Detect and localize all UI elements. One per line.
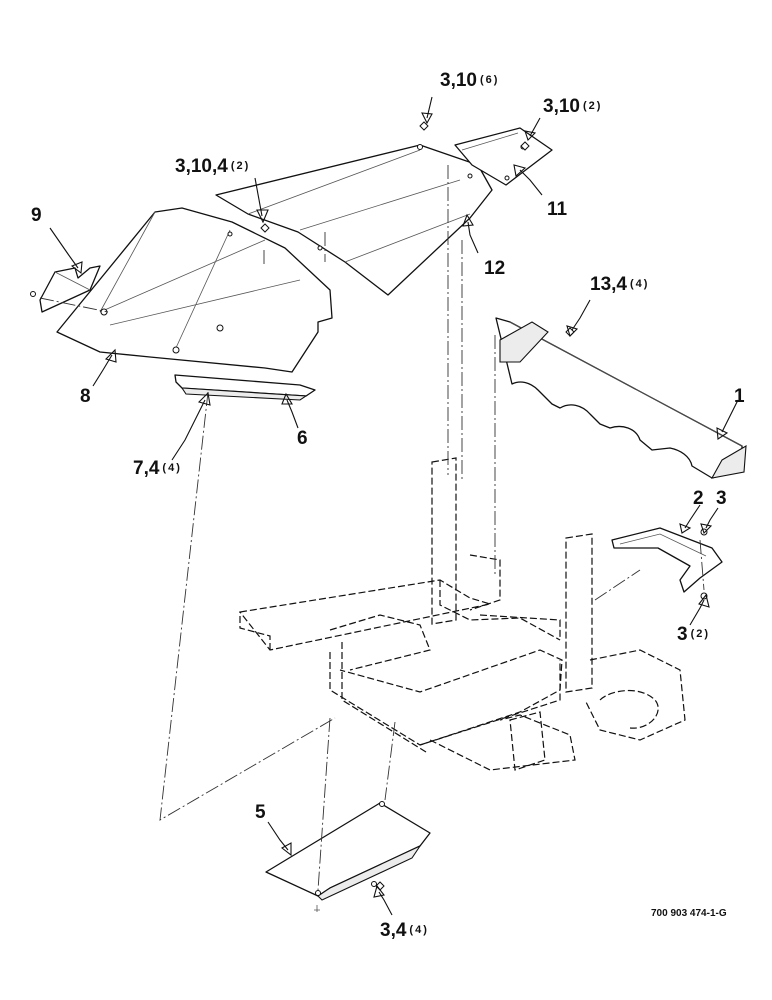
- callout-1: 1: [734, 386, 745, 407]
- part-6-angle-strip: [174, 374, 316, 401]
- callout-12: 12: [484, 258, 505, 279]
- callout-13-4-4: 13,4(4): [590, 274, 649, 295]
- callout-7-4-4: 7,4(4): [133, 458, 182, 479]
- callout-3-10-6: 3,10(6): [440, 70, 499, 91]
- part-8-side-shield: [56, 207, 333, 373]
- part-12-upper-shield: [215, 144, 493, 296]
- mounting-frame: [238, 457, 686, 771]
- callout-3-4-4: 3,4(4): [380, 920, 429, 941]
- part-2-bracket: [611, 527, 723, 600]
- drawing-number: 700 903 474-1-G: [651, 908, 727, 919]
- callout-3-2: 3(2): [677, 624, 710, 645]
- callout-3-10-2: 3,10(2): [543, 96, 602, 117]
- callout-5: 5: [255, 802, 266, 823]
- part-1-notched-panel: [495, 317, 747, 479]
- callout-labels: 3,10(6) 3,10(2) 3,10,4(2) 11 12 9 13,4(4…: [31, 70, 745, 941]
- callout-3-10-4-2: 3,10,4(2): [175, 156, 250, 177]
- assembly-phantom-lines: [39, 165, 705, 891]
- callout-11: 11: [547, 199, 568, 220]
- callout-9: 9: [31, 205, 42, 226]
- part-9-bracket: [30, 265, 101, 313]
- callout-2: 2: [693, 488, 704, 509]
- callout-3: 3: [716, 488, 727, 509]
- callout-6: 6: [297, 428, 308, 449]
- callout-8: 8: [80, 386, 91, 407]
- part-5-bottom-plate: [265, 801, 431, 912]
- leader-lines: [49, 96, 739, 916]
